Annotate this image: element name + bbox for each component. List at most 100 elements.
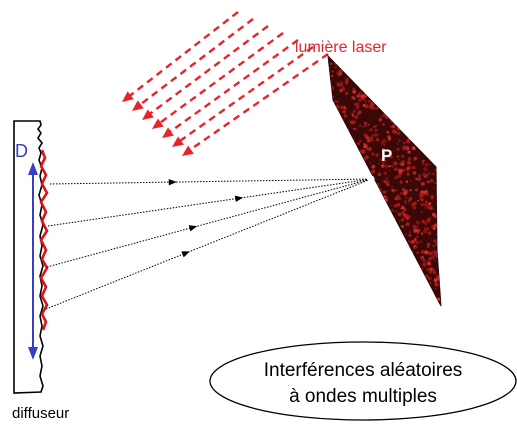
speckle-grain xyxy=(383,227,388,232)
speckle-grain xyxy=(387,83,391,87)
speckle-grain xyxy=(342,262,345,265)
speckle-grain xyxy=(407,157,412,161)
speckle-grain xyxy=(347,198,349,200)
speckle-grain xyxy=(439,196,441,200)
speckle-grain xyxy=(330,245,333,248)
speckle-grain xyxy=(410,70,413,73)
speckle-grain xyxy=(428,206,433,211)
speckle-grain xyxy=(375,285,379,288)
speckle-grain xyxy=(328,220,333,225)
speckle-grain xyxy=(360,234,363,237)
speckle-grain xyxy=(440,74,441,76)
speckle-grain xyxy=(336,71,340,76)
speckle-grain xyxy=(405,65,409,70)
speckle-grain xyxy=(402,71,406,75)
speckle-grain xyxy=(333,162,336,165)
speckle-grain xyxy=(356,255,361,260)
speckle-grain xyxy=(334,118,338,122)
speckle-grain xyxy=(376,138,379,142)
speckle-grain xyxy=(410,137,415,142)
speckle-grain xyxy=(393,92,398,97)
speckle-grain xyxy=(438,181,441,184)
speckle-grain xyxy=(364,124,367,127)
speckle-grain xyxy=(379,230,384,235)
speckle-grain xyxy=(385,232,390,237)
speckle-grain xyxy=(381,217,384,220)
speckle-grain xyxy=(383,155,387,159)
speckle-grain xyxy=(337,174,342,178)
speckle-grain xyxy=(397,108,401,112)
speckle-grain xyxy=(352,237,357,242)
speckle-grain xyxy=(433,269,435,271)
speckle-grain xyxy=(438,283,441,287)
speckle-grain xyxy=(356,141,361,146)
speckle-grain xyxy=(371,281,375,285)
speckle-grain xyxy=(342,191,345,193)
speckle-grain xyxy=(329,135,332,138)
speckle-grain xyxy=(394,177,396,179)
speckle-grain xyxy=(352,96,356,101)
speckle-grain xyxy=(419,196,423,200)
speckle-grain xyxy=(419,125,423,129)
speckle-grain xyxy=(389,248,394,254)
speckle-grain xyxy=(374,71,378,75)
speckle-grain xyxy=(399,77,402,80)
speckle-grain xyxy=(341,150,345,153)
speckle-grain xyxy=(362,149,366,153)
speckle-grain xyxy=(335,180,339,184)
speckle-grain xyxy=(440,290,441,295)
speckle-grain xyxy=(411,136,416,141)
speckle-grain xyxy=(421,211,423,213)
speckle-grain xyxy=(365,204,368,206)
speckle-grain xyxy=(380,164,385,168)
speckle-grain xyxy=(367,219,370,222)
speckle-grain xyxy=(427,75,431,79)
speckle-grain xyxy=(407,282,409,285)
speckle-grain xyxy=(395,279,397,281)
speckle-grain xyxy=(364,223,369,228)
speckle-grain xyxy=(394,167,398,171)
speckle-grain xyxy=(400,254,404,259)
speckle-grain xyxy=(382,109,384,112)
speckle-grain xyxy=(335,116,339,119)
speckle-grain xyxy=(397,276,400,279)
speckle-grain xyxy=(421,162,424,164)
speckle-grain xyxy=(427,227,430,230)
speckle-grain xyxy=(324,210,326,212)
speckle-grain xyxy=(433,56,438,61)
speckle-grain xyxy=(378,270,380,272)
speckle-grain xyxy=(348,225,351,228)
speckle-grain xyxy=(439,96,441,98)
speckle-grain xyxy=(399,254,402,257)
speckle-grain xyxy=(438,95,440,97)
speckle-grain xyxy=(422,64,425,67)
speckle-grain xyxy=(425,143,427,145)
speckle-grain xyxy=(389,58,394,63)
speckle-grain xyxy=(367,197,371,201)
speckle-grain xyxy=(376,219,381,224)
speckle-grain xyxy=(408,67,413,71)
speckle-grain xyxy=(435,147,438,150)
speckle-grain xyxy=(416,81,421,86)
speckle-grain xyxy=(346,240,350,244)
speckle-grain xyxy=(416,144,420,147)
speckle-grain xyxy=(354,128,358,131)
speckle-grain xyxy=(368,300,373,305)
speckle-grain xyxy=(353,304,358,306)
speckle-grain xyxy=(387,248,390,251)
speckle-grain xyxy=(350,209,353,212)
speckle-grain xyxy=(426,285,430,288)
speckle-grain xyxy=(359,281,364,286)
speckle-grain xyxy=(441,194,443,196)
speckle-grain xyxy=(330,86,335,90)
speckle-grain xyxy=(329,308,331,310)
speckle-grain xyxy=(419,193,423,197)
speckle-grain xyxy=(438,242,441,247)
speckle-grain xyxy=(370,305,373,306)
speckle-grain xyxy=(351,120,356,125)
speckle-grain xyxy=(428,120,432,124)
speckle-grain xyxy=(341,154,345,158)
speckle-grain xyxy=(357,305,359,306)
speckle-grain xyxy=(431,294,435,298)
speckle-grain xyxy=(407,121,410,124)
